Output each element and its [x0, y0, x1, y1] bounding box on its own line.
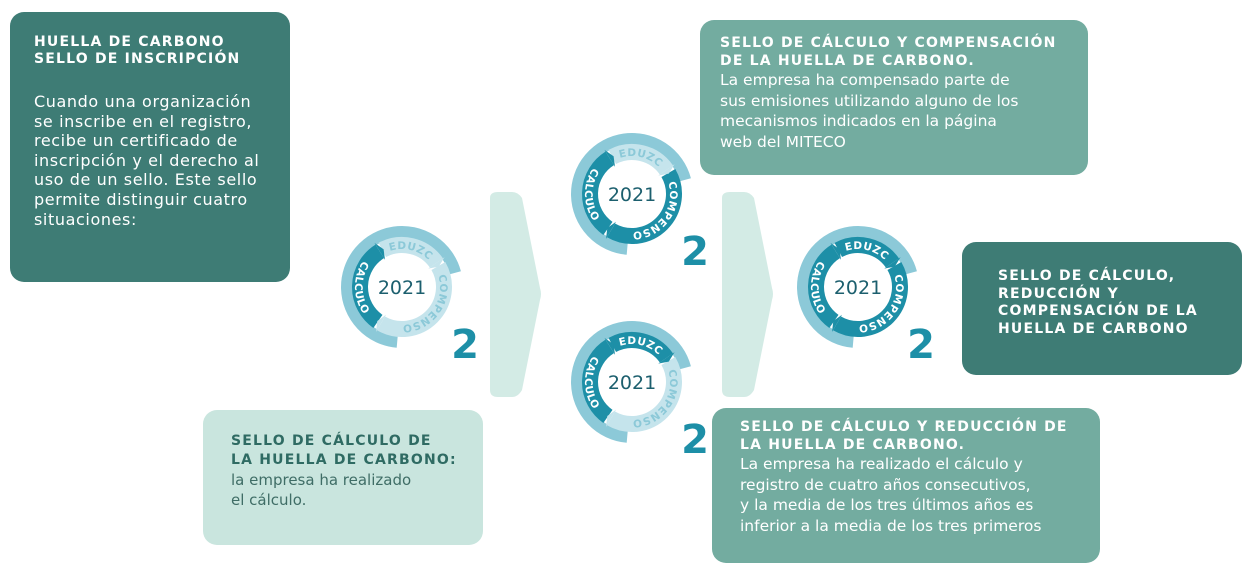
seal-arrow-tip [604, 337, 616, 355]
seal-label-calculo: CALCULO [582, 354, 602, 411]
seal-calculo-reduccion-compensacion: REDUZCOCOMPENSOCALCULO20212 [786, 215, 935, 365]
seal-outer-ring [571, 133, 691, 255]
seal-outer-ring [797, 226, 917, 348]
seal-arrow-tip [606, 409, 616, 428]
reduction-seal-box: SELLO DE CÁLCULO Y REDUCCIÓN DE LA HUELL… [712, 408, 1100, 563]
full-seal-box: SELLO DE CÁLCULO, REDUCCIÓN Y COMPENSACI… [962, 242, 1242, 375]
seal-segment-compenso [833, 262, 908, 337]
calculation-title: SELLO DE CÁLCULO DE LA HUELLA DE CARBONO… [231, 433, 457, 468]
inscription-seal-box: HUELLA DE CARBONO SELLO DE INSCRIPCIÓN C… [10, 12, 290, 282]
seal-outer-ring [571, 321, 691, 443]
seal-label-calculo: CALCULO [808, 259, 828, 316]
seal-number: 2 [451, 322, 479, 365]
seal-arrow-tip [832, 314, 842, 333]
flow-arrow-1 [490, 192, 541, 397]
seal-segment-reduzco [608, 144, 673, 175]
reduction-title: SELLO DE CÁLCULO Y REDUCCIÓN DE LA HUELL… [740, 419, 1068, 453]
seal-year: 2021 [608, 372, 656, 394]
full-seal-title: SELLO DE CÁLCULO, REDUCCIÓN Y COMPENSACI… [998, 268, 1198, 337]
seal-segment-calculo [582, 339, 615, 423]
seal-arrow-tip [376, 314, 386, 333]
seal-number: 2 [681, 229, 709, 272]
compensation-seal-box: SELLO DE CÁLCULO Y COMPENSACIÓN DE LA HU… [700, 20, 1088, 175]
compensation-title: SELLO DE CÁLCULO Y COMPENSACIÓN DE LA HU… [720, 35, 1057, 69]
compensation-description: La empresa ha compensado parte de sus em… [720, 71, 1019, 151]
seal-outer-ring [341, 226, 461, 348]
seal-number: 2 [681, 417, 709, 460]
seal-arrow-tip [428, 257, 445, 269]
seal-calculo-reduccion: REDUZCOCOMPENSOCALCULO20212 [560, 310, 709, 460]
seal-year: 2021 [608, 184, 656, 206]
inscription-description: Cuando una organización se inscribe en e… [34, 92, 260, 229]
inscription-title: HUELLA DE CARBONO SELLO DE INSCRIPCIÓN [34, 34, 241, 67]
seal-segment-compenso [607, 169, 682, 244]
flow-arrow-2 [722, 192, 773, 397]
calculation-seal-box: SELLO DE CÁLCULO DE LA HUELLA DE CARBONO… [203, 410, 483, 545]
seal-segment-reduzco [608, 332, 673, 363]
seal-segment-calculo [582, 151, 615, 235]
seal-segment-reduzco [378, 237, 443, 268]
seal-arrow-tip [658, 164, 675, 176]
seal-segment-compenso [607, 357, 682, 432]
seal-year: 2021 [834, 277, 882, 299]
seal-label-calculo: CALCULO [582, 166, 602, 223]
seal-arrow-tip [830, 242, 842, 260]
seal-arrow-tip [884, 257, 901, 269]
seal-arrow-tip [374, 242, 386, 260]
seal-year: 2021 [378, 277, 426, 299]
seal-calculo: REDUZCOCOMPENSOCALCULO20212 [330, 215, 479, 365]
seal-segment-calculo [352, 244, 385, 328]
reduction-description: La empresa ha realizado el cálculo y reg… [740, 455, 1042, 535]
seal-segment-reduzco [834, 237, 899, 268]
seal-arrow-tip [658, 352, 675, 364]
seal-calculo-compensacion: REDUZCOCOMPENSOCALCULO20212 [560, 122, 709, 272]
seal-segment-compenso [377, 262, 452, 337]
seal-label-calculo: CALCULO [352, 259, 372, 316]
calculation-description: la empresa ha realizado el cálculo. [231, 471, 412, 509]
seal-number: 2 [907, 322, 935, 365]
seal-arrow-tip [606, 221, 616, 240]
seal-segment-calculo [808, 244, 841, 328]
seal-arrow-tip [604, 149, 616, 167]
